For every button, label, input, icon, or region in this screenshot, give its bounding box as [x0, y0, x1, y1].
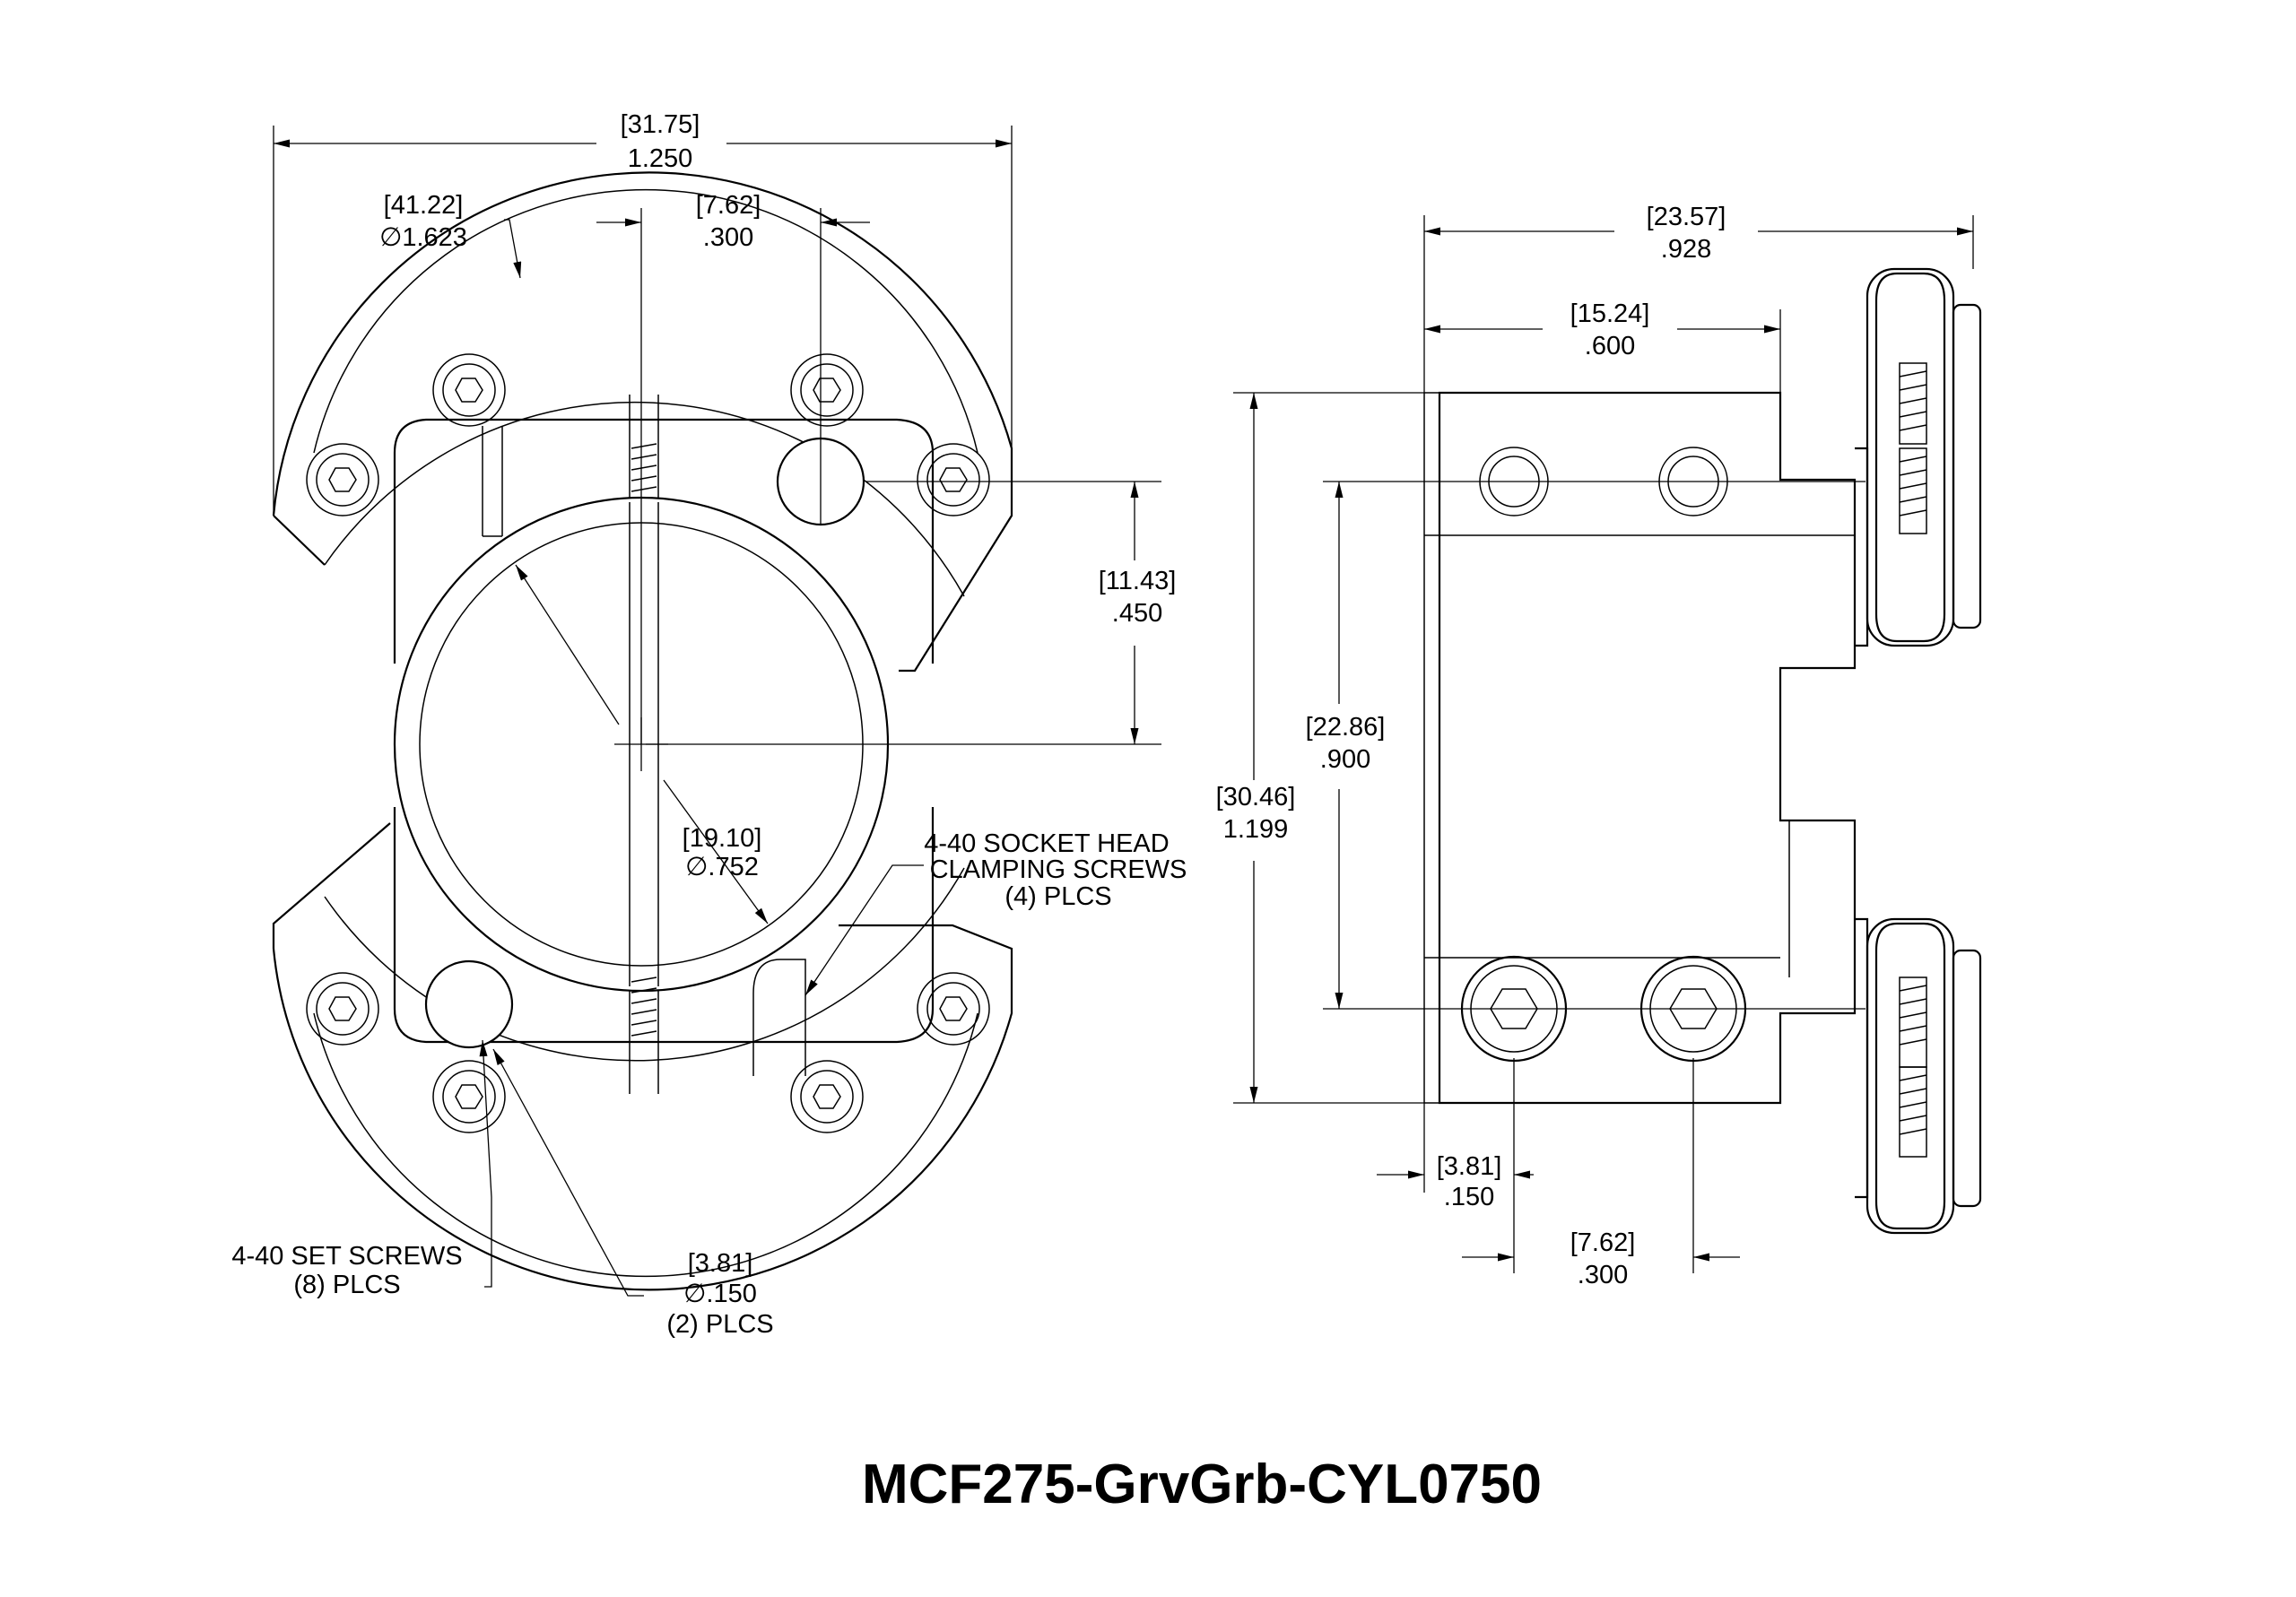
screw-offset-imperial: .300 [703, 223, 753, 252]
edge-offset-imperial: .150 [1444, 1183, 1494, 1211]
socket-head-screw-icon [432, 1060, 506, 1133]
screw-height-imperial: .450 [1112, 599, 1162, 628]
socket-head-screw-icon [306, 972, 379, 1046]
overall-width-imperial: 1.250 [628, 144, 693, 173]
overall-depth-imperial: .928 [1661, 235, 1711, 264]
front-screws [306, 353, 990, 1133]
socket-head-screw-icon [306, 443, 379, 516]
side-dimension-text: [23.57] .928 [15.24] .600 [22.86] .900 [… [1216, 203, 1726, 1289]
part-number-title: MCF275-GrvGrb-CYL0750 [862, 1454, 1542, 1515]
flange-threads [1899, 362, 1927, 1158]
overall-depth-metric: [23.57] [1647, 203, 1726, 231]
screw-height-metric: [11.43] [1099, 567, 1177, 595]
overall-width-metric: [31.75] [621, 110, 700, 139]
top-clamp-half [272, 171, 1013, 673]
side-view: [23.57] .928 [15.24] .600 [22.86] .900 [… [1216, 203, 1982, 1289]
socket-head-screw-icon [790, 1060, 864, 1133]
front-dimension-text: [31.75] 1.250 [41.22] ∅1.623 [7.62] .300… [231, 110, 1187, 1339]
body-depth-imperial: .600 [1585, 332, 1635, 360]
bore-diameter-metric: [19.10] [683, 824, 762, 853]
pin-note: (2) PLCS [666, 1310, 773, 1339]
side-flanges [1855, 267, 1982, 1235]
screw-pitch-imperial: .300 [1578, 1261, 1628, 1289]
bore-diameter-imperial: ∅.752 [685, 853, 759, 881]
set-screws-line1: 4-40 SET SCREWS [231, 1242, 462, 1271]
outer-diameter-imperial: ∅1.623 [379, 223, 467, 252]
screw-pitch-metric: [7.62] [1570, 1228, 1636, 1257]
socket-head-screw-icon [790, 353, 864, 427]
side-dimensions [1233, 215, 1974, 1273]
socket-head-screw-icon [917, 972, 990, 1046]
side-screws [1460, 447, 1747, 1063]
slot-serrations [631, 443, 657, 1037]
overall-height-imperial: 1.199 [1223, 815, 1289, 844]
socket-head-screw-icon [432, 353, 506, 427]
overall-height-metric: [30.46] [1216, 783, 1296, 812]
front-view: [31.75] 1.250 [41.22] ∅1.623 [7.62] .300… [231, 110, 1187, 1339]
front-dimensions [273, 126, 1161, 1297]
clamping-screws-line1: 4-40 SOCKET HEAD [924, 829, 1169, 858]
screw-spacing-imperial: .900 [1320, 745, 1370, 774]
pin-diameter-imperial: ∅.150 [683, 1280, 757, 1308]
side-body [1423, 391, 1857, 1105]
body-depth-metric: [15.24] [1570, 299, 1650, 328]
edge-offset-metric: [3.81] [1437, 1152, 1502, 1181]
set-screws-line2: (8) PLCS [293, 1271, 400, 1299]
socket-head-screw-icon [917, 443, 990, 516]
screw-offset-metric: [7.62] [696, 191, 761, 220]
clamping-screws-line3: (4) PLCS [1004, 882, 1111, 911]
pin-diameter-metric: [3.81] [688, 1249, 753, 1278]
outer-diameter-metric: [41.22] [384, 191, 464, 220]
clamping-screws-line2: CLAMPING SCREWS [930, 855, 1187, 884]
screw-spacing-metric: [22.86] [1306, 713, 1386, 742]
pin-bottom [424, 959, 514, 1049]
